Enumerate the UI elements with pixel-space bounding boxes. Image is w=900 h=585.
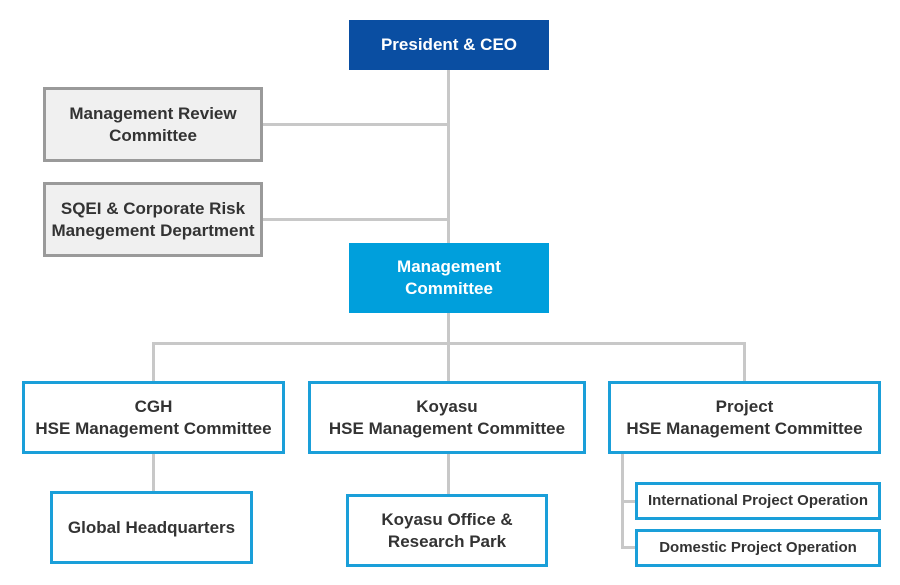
management-committee-box: Management Committee <box>349 243 549 313</box>
connector-project-international <box>621 500 636 503</box>
connector-ceo-to-management <box>447 69 450 244</box>
connector-management-down <box>447 312 450 345</box>
connector-cgh-to-global-hq <box>152 453 155 492</box>
international-project-operation-box: International Project Operation <box>635 482 881 520</box>
connector-branch-project <box>743 342 746 382</box>
sqei-risk-department-box: SQEI & Corporate Risk Manegement Departm… <box>43 182 263 257</box>
connector-branch-cgh <box>152 342 155 382</box>
koyasu-hse-committee-box: Koyasu HSE Management Committee <box>308 381 586 454</box>
cgh-hse-committee-box: CGH HSE Management Committee <box>22 381 285 454</box>
management-review-committee-box: Management Review Committee <box>43 87 263 162</box>
president-ceo-box: President & CEO <box>349 20 549 70</box>
connector-sqei-department <box>262 218 448 221</box>
connector-branch-koyasu <box>447 342 450 382</box>
connector-koyasu-to-office <box>447 453 450 495</box>
connector-review-committee <box>262 123 448 126</box>
project-hse-committee-box: Project HSE Management Committee <box>608 381 881 454</box>
global-headquarters-box: Global Headquarters <box>50 491 253 564</box>
domestic-project-operation-box: Domestic Project Operation <box>635 529 881 567</box>
koyasu-office-research-park-box: Koyasu Office & Research Park <box>346 494 548 567</box>
connector-project-domestic <box>621 546 636 549</box>
